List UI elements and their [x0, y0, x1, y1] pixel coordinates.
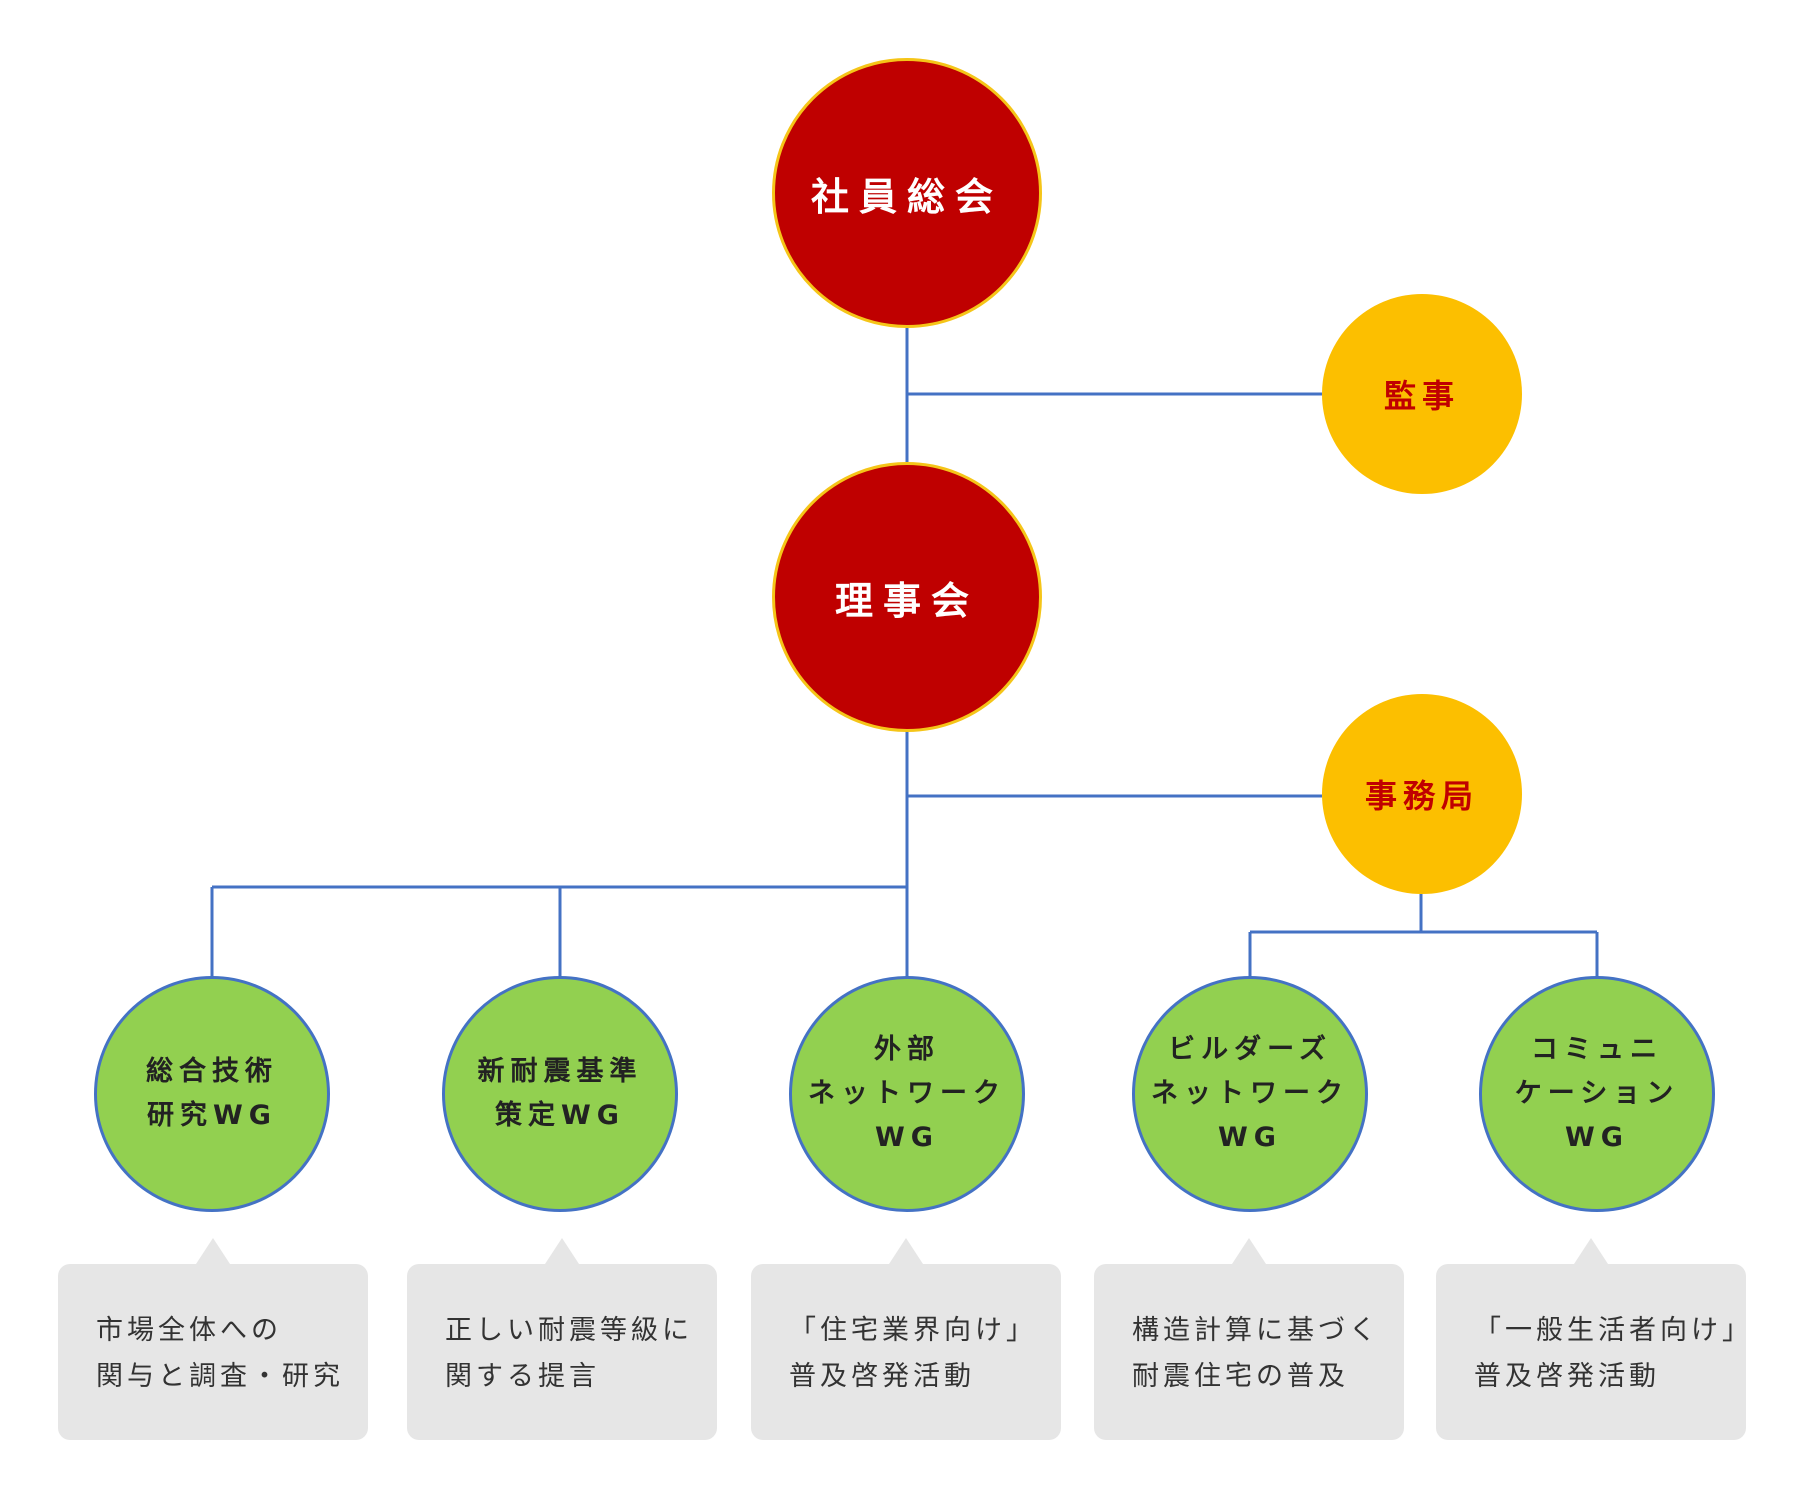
callout-line: 普及啓発活動	[789, 1361, 975, 1392]
callout-line: 耐震住宅の普及	[1132, 1361, 1349, 1392]
wg-communication-node: コミュニ ケーション WG	[1479, 976, 1715, 1212]
wg-label-line: 新耐震基準	[477, 1056, 643, 1087]
wg-label-line: WG	[875, 1122, 939, 1153]
callout-line: 関与と調査・研究	[96, 1361, 344, 1392]
wg-label-line: ネットワーク	[1151, 1078, 1349, 1109]
wg-label-line: 策定WG	[495, 1100, 625, 1131]
wg-label-line: 外部	[874, 1034, 940, 1065]
wg-communication-callout: 「一般生活者向け」 普及啓発活動	[1436, 1238, 1753, 1440]
callout-line: 正しい耐震等級に	[445, 1315, 693, 1346]
callout-line: 「住宅業界向け」	[789, 1315, 1037, 1346]
wg-builders-network-node: ビルダーズ ネットワーク WG	[1132, 976, 1368, 1212]
board-node: 理事会	[772, 462, 1042, 732]
wg-label-line: ビルダーズ	[1168, 1034, 1332, 1065]
wg-label-line: WG	[1218, 1122, 1282, 1153]
board-label: 理事会	[834, 578, 979, 623]
general-meeting-node: 社員総会	[772, 58, 1042, 328]
wg-seismic-standard-callout: 正しい耐震等級に 関する提言	[407, 1238, 717, 1440]
callout-line: 普及啓発活動	[1474, 1361, 1660, 1392]
auditor-node: 監事	[1322, 294, 1522, 494]
wg-seismic-standard-node: 新耐震基準 策定WG	[442, 976, 678, 1212]
wg-label-line: WG	[1565, 1122, 1629, 1153]
wg-label-line: コミュニ	[1531, 1034, 1663, 1065]
wg-builders-network-callout: 構造計算に基づく 耐震住宅の普及	[1094, 1238, 1404, 1440]
wg-external-network-node: 外部 ネットワーク WG	[789, 976, 1025, 1212]
wg-label-line: ケーション	[1514, 1078, 1680, 1109]
callout-line: 市場全体への	[96, 1315, 282, 1346]
general-meeting-label: 社員総会	[810, 174, 1003, 219]
wg-label-line: 研究WG	[147, 1100, 277, 1131]
wg-research-node: 総合技術 研究WG	[94, 976, 330, 1212]
wg-external-network-callout: 「住宅業界向け」 普及啓発活動	[751, 1238, 1061, 1440]
secretariat-node: 事務局	[1322, 694, 1522, 894]
wg-label-line: 総合技術	[146, 1056, 278, 1087]
wg-label-line: ネットワーク	[808, 1078, 1006, 1109]
callout-line: 関する提言	[445, 1361, 600, 1392]
auditor-label: 監事	[1383, 377, 1460, 415]
callout-line: 構造計算に基づく	[1132, 1315, 1380, 1346]
callout-line: 「一般生活者向け」	[1474, 1315, 1753, 1346]
wg-research-callout: 市場全体への 関与と調査・研究	[58, 1238, 368, 1440]
secretariat-label: 事務局	[1364, 777, 1479, 815]
